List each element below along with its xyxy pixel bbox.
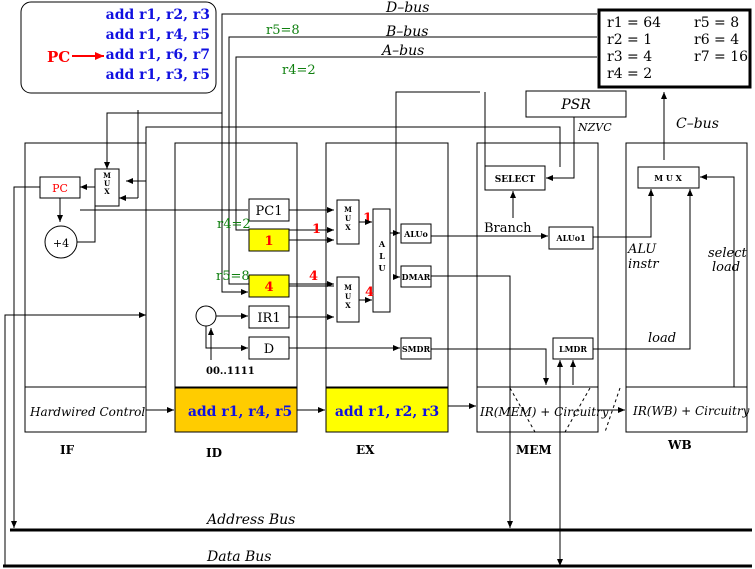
svg-text:M: M: [344, 205, 352, 214]
id-wires: [205, 207, 400, 413]
d-bus-line: [221, 13, 597, 295]
register-r6: r6 = 4: [694, 32, 739, 48]
ex-instruction: add r1, r2, r3: [335, 404, 439, 420]
register-r3: r3 = 4: [607, 49, 652, 65]
program-line-1: add r1, r2, r3: [106, 7, 210, 23]
if-pc-label: PC: [52, 182, 68, 195]
program-line-2: add r1, r4, r5: [106, 27, 210, 43]
ex-wires: [359, 91, 549, 528]
data-bus-label: Data Bus: [206, 549, 271, 565]
svg-text:X: X: [104, 187, 110, 196]
ex-dmar-label: DMAR: [402, 272, 431, 282]
register-r7: r7 = 16: [694, 49, 748, 65]
id-d-label: D: [264, 342, 274, 357]
if-stage: PC M U X +4 Hardwired Control IF: [29, 168, 145, 457]
wb-alu-instr-line1: ALU: [627, 242, 657, 257]
ex-stage: M U X M U X A L U 1 1 4 4 ALUo DMAR SMDR…: [309, 199, 449, 457]
wb-wires: [700, 174, 735, 387]
ex-alu: [372, 208, 391, 313]
if-plus4-label: +4: [53, 237, 69, 250]
psr-flags: NZVC: [577, 121, 612, 134]
ex-input-b-value: 1: [363, 211, 372, 226]
address-bus-label: Address Bus: [205, 512, 295, 528]
wb-mux-label: M U X: [654, 173, 682, 183]
ex-stage-name: EX: [356, 443, 375, 457]
mem-stage: SELECT Branch ALUo1 LMDR IR(MEM) + Circu…: [479, 165, 609, 457]
wb-frame: [625, 142, 748, 433]
wb-stage: M U X ALU instr select load load IR(WB) …: [627, 166, 750, 452]
svg-text:A: A: [378, 239, 386, 249]
mem-wires: [484, 92, 693, 566]
program-listing: add r1, r2, r3 add r1, r4, r5 add r1, r6…: [20, 1, 217, 94]
mem-lmdr-label: LMDR: [559, 344, 587, 354]
svg-text:M: M: [344, 283, 352, 292]
ex-aluo-label: ALUo: [403, 229, 428, 239]
ex-input-c-value: 4: [309, 269, 318, 284]
ex-aluo-register: [400, 223, 432, 244]
if-control-label: Hardwired Control: [29, 405, 145, 419]
id-reg-b-value: 4: [264, 280, 273, 295]
if-stage-name: IF: [60, 443, 75, 457]
wb-alu-instr-line2: instr: [628, 257, 659, 272]
register-r1: r1 = 64: [607, 15, 661, 31]
mem-select-box: [484, 165, 546, 191]
wb-load-label: load: [648, 331, 676, 346]
wb-select-load-line1: select: [708, 246, 747, 261]
program-line-4: add r1, r3, r5: [106, 67, 210, 83]
mem-aluo1-register: [548, 226, 594, 250]
system-buses: Address Bus Data Bus: [3, 512, 752, 568]
register-r4: r4 = 2: [607, 66, 652, 82]
wb-mux: [637, 166, 700, 189]
svg-text:X: X: [345, 301, 351, 310]
if-wires: [4, 110, 561, 566]
wb-ir-label: IR(WB) + Circuitry: [632, 404, 750, 418]
a-bus-label: A–bus: [380, 43, 424, 59]
psr-label: PSR: [560, 97, 591, 113]
forward-r5-top: r5=8: [266, 23, 300, 38]
c-bus-label: C–bus: [676, 116, 719, 132]
svg-text:U: U: [379, 263, 386, 273]
wb-select-load-line2: load: [712, 260, 740, 275]
svg-text:U: U: [345, 214, 351, 223]
id-pc1-label: PC1: [256, 204, 283, 219]
psr-block: PSR NZVC: [525, 90, 627, 134]
if-frame: [24, 142, 147, 433]
forward-r4-side: r4=2: [217, 217, 251, 232]
id-ir1-label: IR1: [257, 311, 280, 326]
forward-r5-side: r5=8: [216, 269, 250, 284]
mem-ir-label: IR(MEM) + Circuitry: [479, 405, 609, 419]
id-range-label: 00..1111: [206, 366, 255, 377]
register-r2: r2 = 1: [607, 32, 652, 48]
id-decoder-circle: [195, 305, 217, 327]
svg-text:M: M: [103, 171, 111, 180]
id-reg-a-value: 1: [264, 234, 273, 249]
wb-stage-name: WB: [667, 438, 692, 452]
pc-marker-label: PC: [47, 48, 70, 66]
id-stage-name: ID: [206, 446, 222, 460]
ex-smdr-label: SMDR: [402, 344, 431, 354]
d-bus-label: D–bus: [385, 0, 429, 16]
id-stage: PC1 1 4 IR1 D 00..1111 r4=2 r5=8 add r1,…: [174, 198, 298, 460]
register-r5: r5 = 8: [694, 15, 739, 31]
mem-aluo1-label: ALUo1: [555, 233, 585, 243]
b-bus-label: B–bus: [385, 24, 428, 40]
ex-input-d-value: 4: [365, 285, 374, 300]
svg-text:L: L: [379, 251, 385, 261]
svg-text:U: U: [104, 179, 110, 188]
register-file: r1 = 64 r2 = 1 r3 = 4 r4 = 2 r5 = 8 r6 =…: [597, 8, 752, 89]
ex-input-a-value: 1: [312, 222, 321, 237]
svg-text:U: U: [345, 292, 351, 301]
id-instruction: add r1, r4, r5: [188, 404, 292, 420]
mem-frame: [476, 142, 599, 433]
if-mux: [94, 168, 120, 207]
forward-r4-top: r4=2: [282, 63, 316, 78]
mem-stage-name: MEM: [516, 443, 552, 457]
svg-text:X: X: [345, 223, 351, 232]
mem-branch-label: Branch: [484, 221, 532, 236]
ex-instruction-box: [325, 387, 449, 433]
id-instruction-box: [174, 387, 298, 433]
program-line-3: add r1, r6, r7: [106, 47, 210, 63]
mem-select-label: SELECT: [495, 175, 536, 185]
